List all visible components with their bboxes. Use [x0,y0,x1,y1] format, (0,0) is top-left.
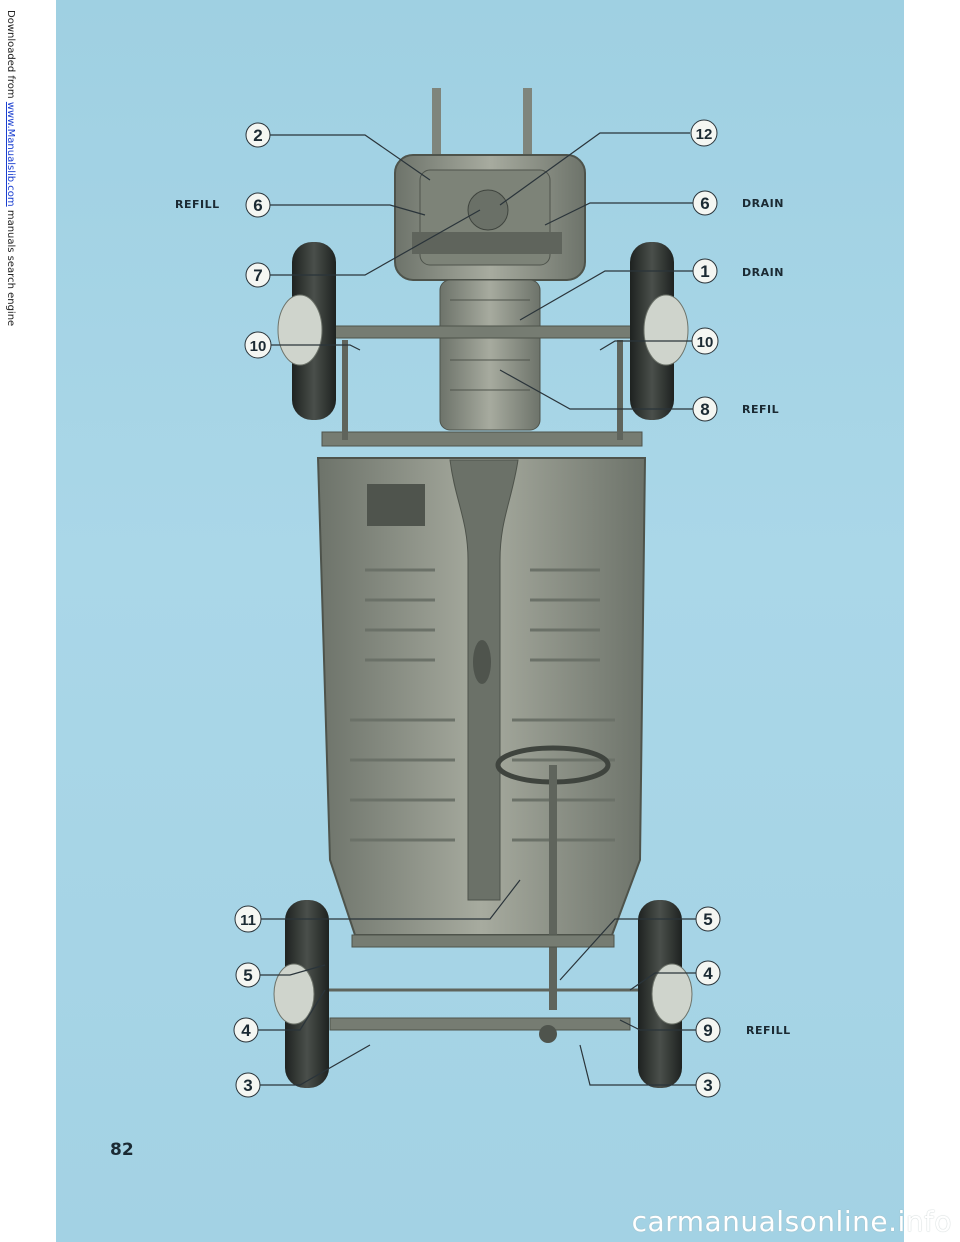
floor-pan [316,457,647,936]
label-drain-6: DRAIN [742,197,784,210]
callout-4-left-number: 4 [241,1021,251,1040]
callout-7: 7 [245,262,271,288]
label-refil-8: REFIL [742,403,780,416]
rear-left-tire [277,242,336,420]
callout-3-right: 3 [695,1072,721,1098]
watermark: carmanualsonline.info [631,1205,952,1238]
callout-1: 1 [692,258,718,284]
callout-8: 8 [692,396,718,422]
callout-3-left-number: 3 [243,1076,252,1095]
bumper-posts [432,88,532,158]
front-left-tire [273,900,329,1088]
callout-10-left: 10 [244,331,272,359]
front-right-tire [638,900,693,1088]
callout-2: 2 [245,122,271,148]
callout-10-right-number: 10 [697,334,714,351]
callout-5-right: 5 [695,906,721,932]
callout-4-right: 4 [695,960,721,986]
callout-4-left: 4 [233,1017,259,1043]
callout-5-right-number: 5 [703,910,712,929]
label-refill-9: REFILL [746,1024,791,1037]
callout-10-right: 10 [691,327,719,355]
callout-10-left-number: 10 [250,338,267,355]
callout-3-left: 3 [235,1072,261,1098]
callout-2-number: 2 [253,126,262,145]
label-refill-top: REFILL [175,198,220,211]
label-drain-1: DRAIN [742,266,784,279]
rear-right-tire [630,242,689,420]
callout-6-left-number: 6 [253,196,262,215]
callout-11: 11 [234,905,262,933]
callout-7-number: 7 [253,266,262,285]
callout-6-right-number: 6 [700,194,709,213]
callout-5-left: 5 [235,962,261,988]
callout-6-right: 6 [692,190,718,216]
rear-axle [321,325,643,447]
steering-wheel [495,745,611,1010]
callout-8-number: 8 [700,400,709,419]
front-axle [310,934,650,1043]
callout-11-number: 11 [240,912,256,929]
callout-1-number: 1 [700,262,709,281]
callout-4-right-number: 4 [703,964,713,983]
callout-3-right-number: 3 [703,1076,712,1095]
callout-5-left-number: 5 [243,966,252,985]
callout-12-number: 12 [696,126,713,143]
callout-9: 9 [695,1017,721,1043]
callout-9-number: 9 [703,1021,712,1040]
callout-6-left: 6 [245,192,271,218]
callout-12: 12 [690,119,718,147]
engine [394,154,586,431]
leader-lines [258,132,696,1086]
page-number: 82 [110,1140,134,1160]
